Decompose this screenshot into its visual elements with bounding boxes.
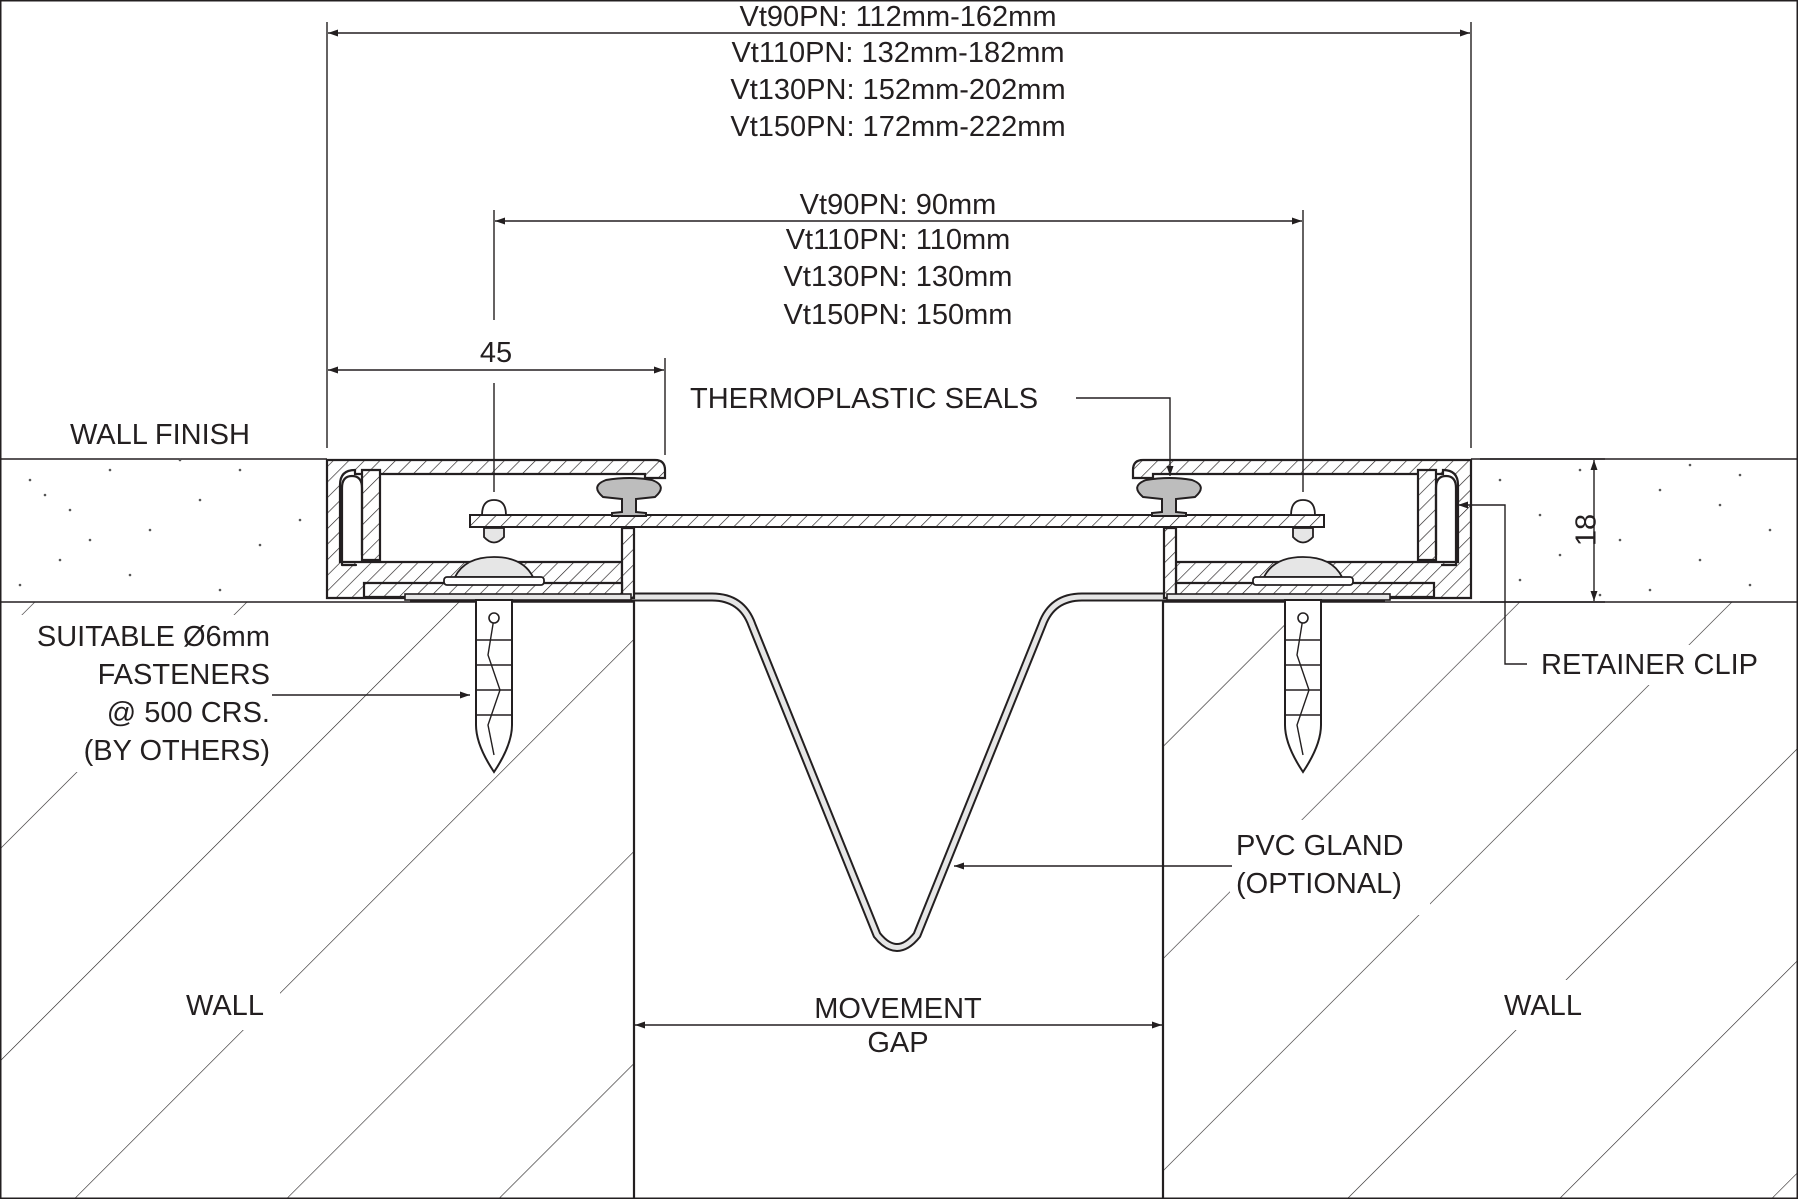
fasteners-label-4: (BY OTHERS) (84, 735, 270, 767)
wall-finish-label: WALL FINISH (70, 419, 250, 451)
left-thermoplastic-seal (596, 477, 662, 517)
pvc-gland-label-1: PVC GLAND (1236, 830, 1404, 862)
right-cover-screw (1290, 499, 1316, 544)
wall-right-label: WALL (1504, 990, 1582, 1022)
overall-dim-text-4: Vt150PN: 172mm-222mm (730, 111, 1065, 143)
inner-dim-text-2: Vt110PN: 110mm (786, 224, 1011, 256)
movement-gap-label-2: GAP (867, 1027, 928, 1059)
right-fastener (1252, 556, 1354, 774)
inner-dim-text-1: Vt90PN: 90mm (800, 189, 997, 221)
right-base-plate (1166, 593, 1391, 601)
inner-dim-text-3: Vt130PN: 130mm (784, 261, 1013, 293)
left-fastener (443, 556, 545, 774)
flange-dim-text: 45 (480, 337, 512, 369)
overall-dim-text-2: Vt110PN: 132mm-182mm (731, 37, 1064, 69)
retainer-clip-leader (1458, 501, 1527, 665)
pvc-gland-label-2: (OPTIONAL) (1236, 868, 1402, 900)
movement-gap-label-1: MOVEMENT (814, 993, 982, 1025)
wall-left-label: WALL (186, 990, 264, 1022)
fasteners-label-2: FASTENERS (98, 659, 270, 691)
overall-dim-text-1: Vt90PN: 112mm-162mm (740, 1, 1057, 33)
pvc-gland (410, 592, 1385, 952)
left-cover-screw (481, 499, 507, 544)
right-thermoplastic-seal (1136, 477, 1202, 517)
thermoplastic-seals-label: THERMOPLASTIC SEALS (690, 383, 1038, 415)
thermoplastic-seals-leader (1076, 397, 1174, 476)
retainer-clip-label: RETAINER CLIP (1541, 649, 1758, 681)
left-base-plate (404, 593, 632, 601)
depth-dim-text: 18 (1571, 514, 1603, 546)
overall-dim-text-3: Vt130PN: 152mm-202mm (730, 74, 1065, 106)
inner-dim-text-4: Vt150PN: 150mm (784, 299, 1013, 331)
fasteners-label-1: SUITABLE Ø6mm (37, 621, 270, 653)
left-retainer-clip (340, 474, 364, 567)
cover-plate (469, 514, 1325, 528)
right-retainer-clip (1434, 474, 1458, 567)
fasteners-label-3: @ 500 CRS. (107, 697, 270, 729)
